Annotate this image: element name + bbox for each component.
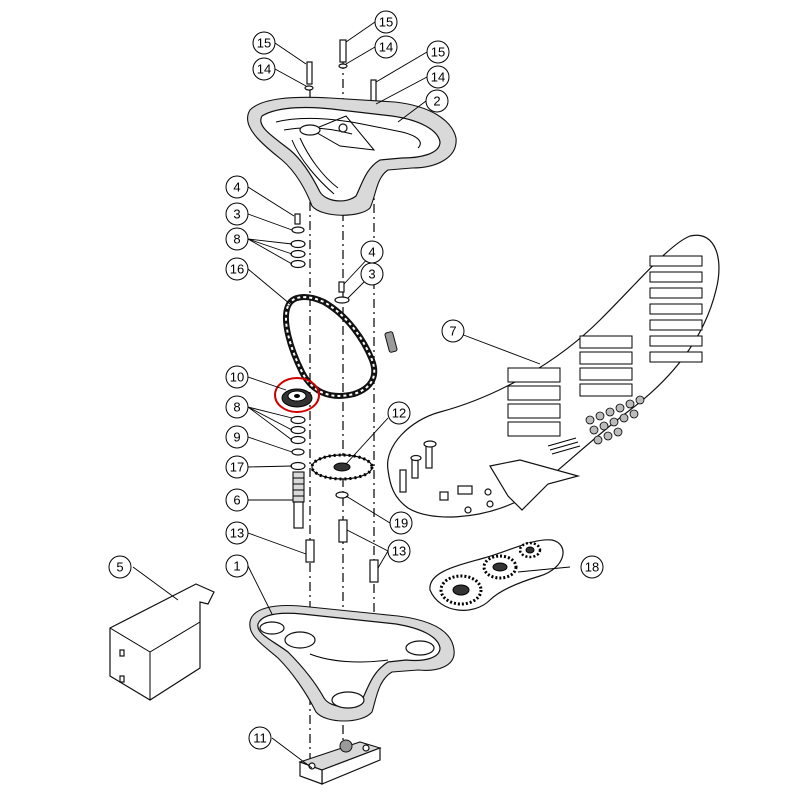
- svg-text:14: 14: [257, 62, 271, 77]
- leader-lines: [132, 21, 571, 769]
- callout-13-a: 13: [225, 521, 249, 545]
- svg-text:12: 12: [392, 406, 406, 421]
- callout-14-b: 14: [374, 35, 398, 59]
- callout-13-b: 13: [387, 539, 411, 563]
- svg-text:19: 19: [394, 516, 408, 531]
- callout-14-c: 14: [426, 65, 450, 89]
- hardware-kit-part-7: [387, 234, 720, 518]
- svg-text:16: 16: [230, 262, 244, 277]
- svg-text:5: 5: [116, 560, 123, 575]
- highlight-circle: [274, 377, 320, 413]
- callout-7: 7: [441, 319, 465, 343]
- svg-text:4: 4: [233, 180, 240, 195]
- callout-3-b: 3: [360, 262, 384, 286]
- svg-text:15: 15: [431, 45, 445, 60]
- callout-15-b: 15: [374, 10, 398, 34]
- svg-text:8: 8: [233, 400, 240, 415]
- callout-3-a: 3: [225, 202, 249, 226]
- bottom-plate-part-1: [249, 604, 455, 722]
- chain-part-16: [282, 294, 378, 399]
- callout-4-a: 4: [225, 175, 249, 199]
- svg-text:10: 10: [230, 370, 244, 385]
- svg-text:9: 9: [233, 430, 240, 445]
- callout-11: 11: [248, 726, 272, 750]
- lower-washers: [290, 415, 306, 471]
- svg-text:17: 17: [230, 460, 244, 475]
- svg-text:6: 6: [233, 493, 240, 508]
- callout-8-b: 8: [225, 395, 249, 419]
- svg-text:13: 13: [230, 526, 244, 541]
- callout-2: 2: [425, 89, 449, 113]
- shaft-part-6: [292, 471, 305, 529]
- svg-text:1: 1: [233, 559, 240, 574]
- svg-text:18: 18: [585, 560, 599, 575]
- tensioner-spring: [384, 331, 398, 353]
- callout-16: 16: [225, 257, 249, 281]
- svg-text:15: 15: [257, 36, 271, 51]
- callout-6: 6: [225, 488, 249, 512]
- sprocket-part-10: [274, 377, 320, 413]
- callout-10: 10: [225, 365, 249, 389]
- svg-text:15: 15: [379, 15, 393, 30]
- callout-15-c: 15: [426, 40, 450, 64]
- svg-text:13: 13: [392, 544, 406, 559]
- callout-4-b: 4: [360, 240, 384, 264]
- svg-text:3: 3: [233, 207, 240, 222]
- upper-left-hardware: [290, 213, 306, 269]
- callout-8-a: 8: [225, 227, 249, 251]
- svg-text:4: 4: [368, 245, 375, 260]
- upper-right-hardware: [334, 281, 350, 304]
- callout-18: 18: [580, 555, 604, 579]
- pins-part-13: [305, 519, 379, 583]
- callout-5: 5: [108, 555, 132, 579]
- sprocket-part-12: [310, 453, 374, 499]
- svg-text:7: 7: [449, 324, 456, 339]
- callout-9: 9: [225, 425, 249, 449]
- callout-15-a: 15: [252, 31, 276, 55]
- callout-19: 19: [389, 511, 413, 535]
- callout-14-a: 14: [252, 57, 276, 81]
- svg-text:8: 8: [233, 232, 240, 247]
- mount-part-11: [298, 739, 382, 785]
- top-plate-part-2: [247, 96, 457, 216]
- callout-17: 17: [225, 455, 249, 479]
- callout-12: 12: [387, 401, 411, 425]
- cover-part-5: [109, 583, 215, 701]
- sprocket-set-part-18: [429, 539, 564, 611]
- svg-text:11: 11: [253, 731, 267, 746]
- svg-text:14: 14: [431, 70, 445, 85]
- svg-text:2: 2: [433, 94, 440, 109]
- svg-text:3: 3: [368, 267, 375, 282]
- svg-text:14: 14: [379, 40, 393, 55]
- callout-1: 1: [225, 554, 249, 578]
